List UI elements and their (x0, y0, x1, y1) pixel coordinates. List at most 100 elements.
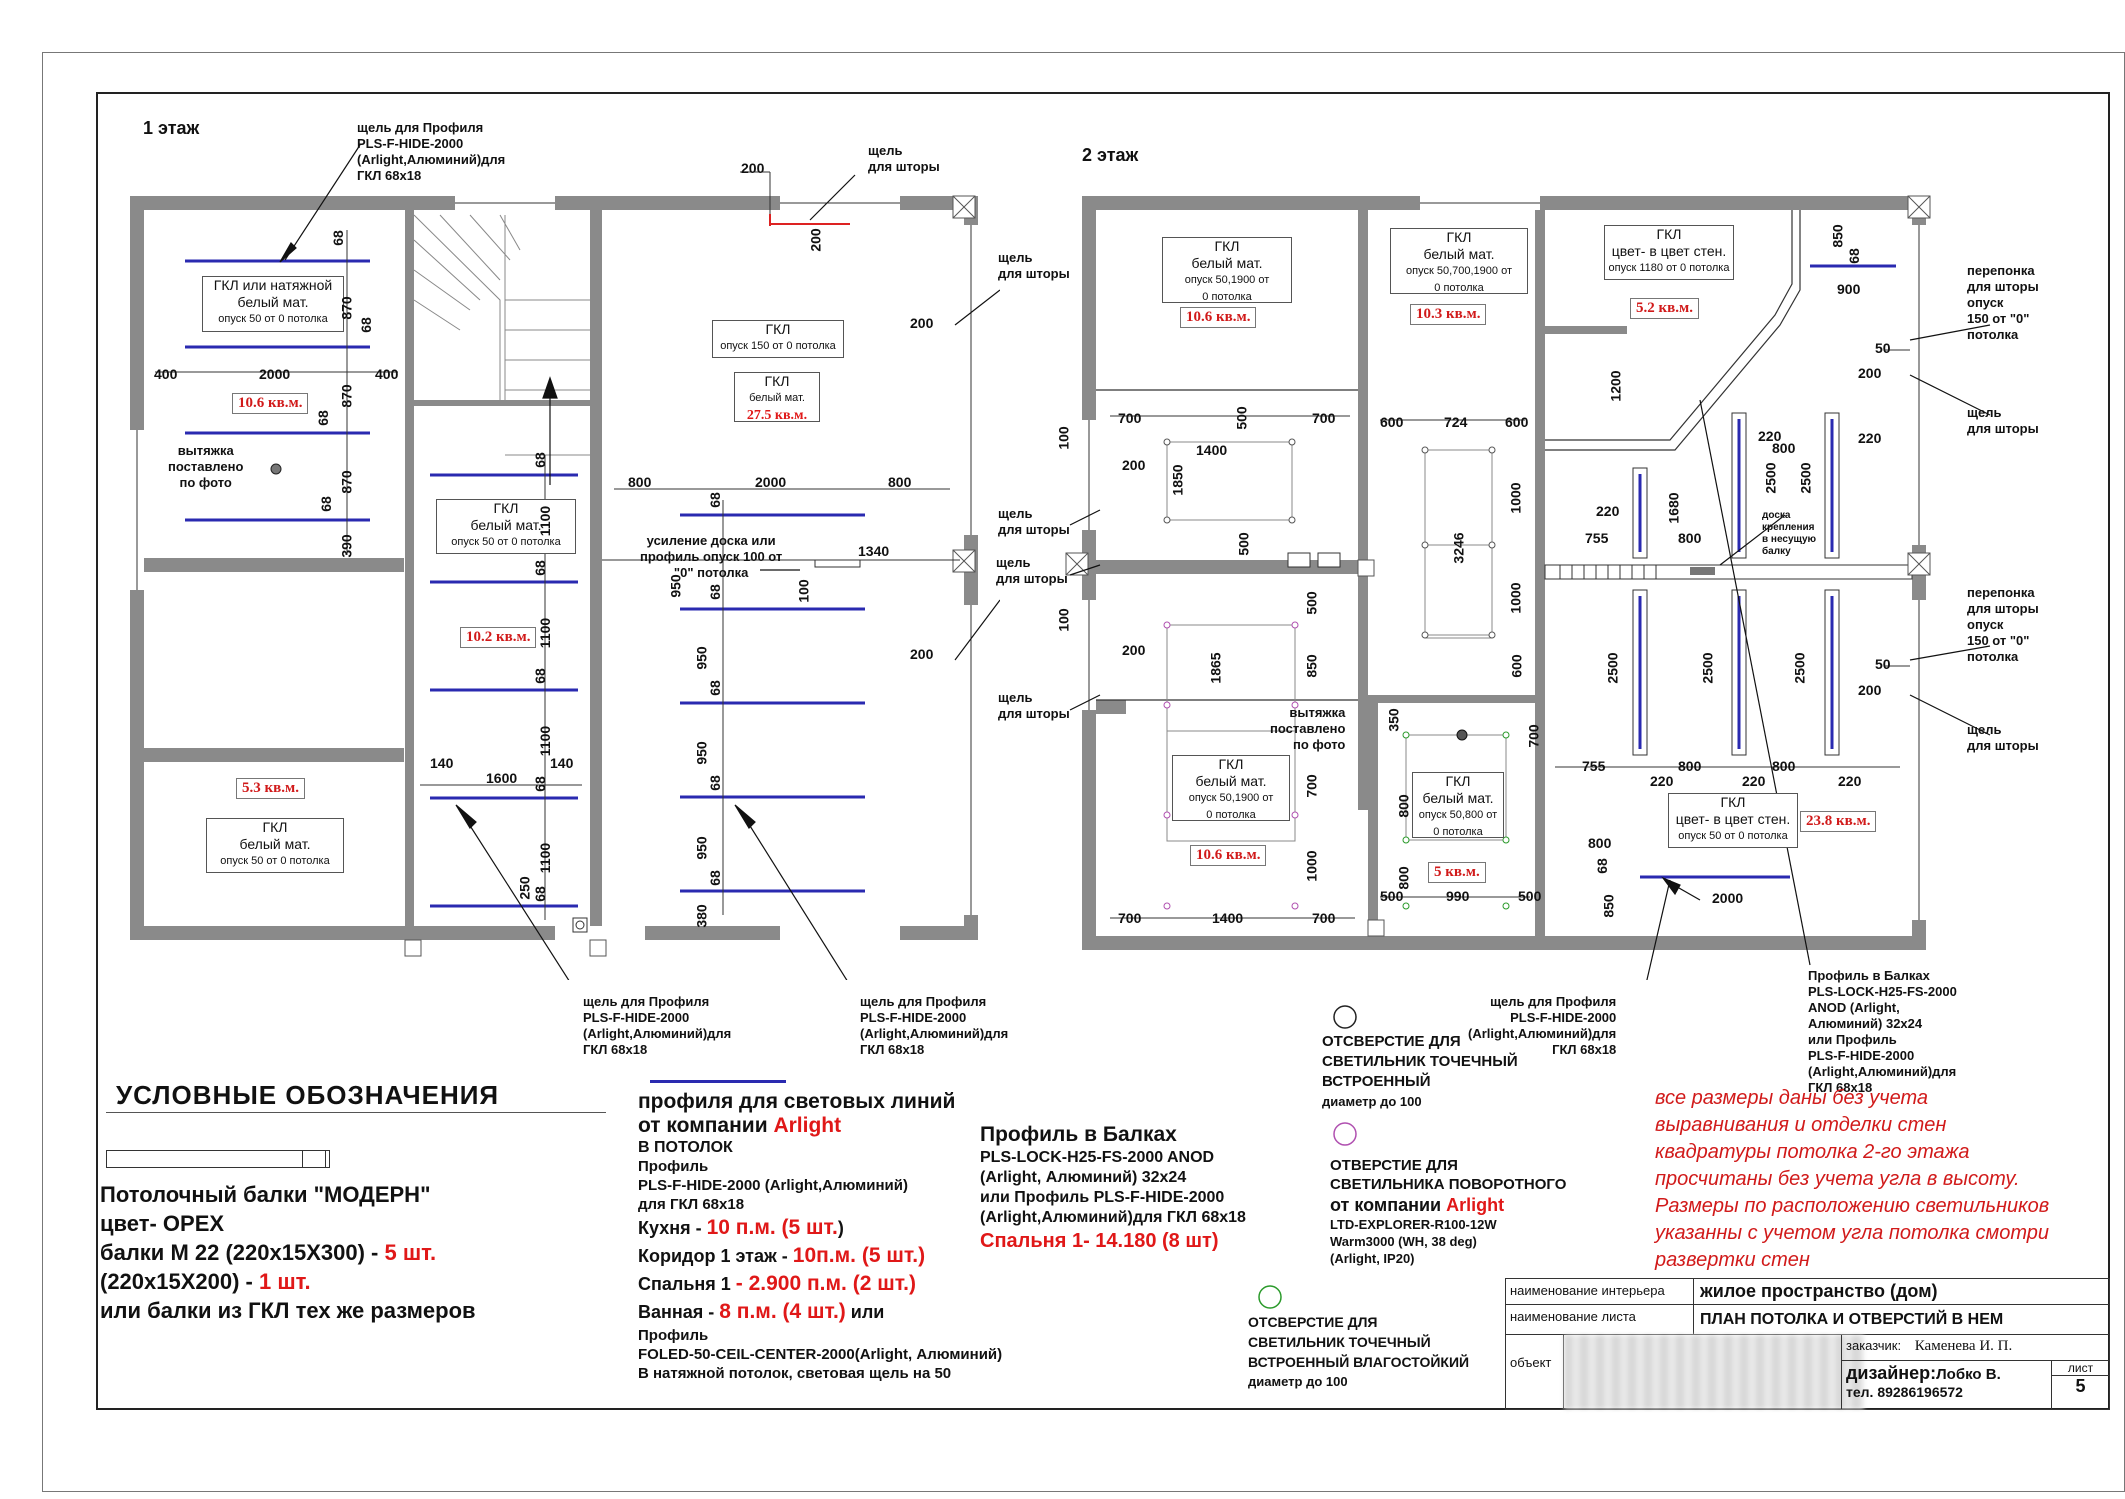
floor2-title: 2 этаж (1082, 145, 1139, 165)
wall (405, 210, 414, 926)
beam (1544, 564, 1913, 580)
floor2-area-b: 10.3 кв.м. (1410, 304, 1487, 325)
dim: 200 (1858, 682, 1882, 698)
dim: 700 (1525, 724, 1542, 748)
dim: 2500 (1797, 462, 1814, 494)
hole-rotary-symbol (1333, 1122, 1357, 1146)
dim: 1000 (1303, 850, 1320, 882)
dim: 800 (1588, 835, 1612, 851)
legend-hole-rotary: ОТВЕРСТИЕ ДЛЯ СВЕТИЛЬНИКА ПОВОРОТНОГО от… (1330, 1157, 1567, 1266)
dim: 200 (741, 160, 765, 176)
dim: 800 (1772, 758, 1796, 774)
dim: 220 (1858, 430, 1882, 446)
legend-title: УСЛОВНЫЕ ОБОЗНАЧЕНИЯ (116, 1080, 500, 1110)
dim: 500 (1235, 532, 1252, 556)
dim: 1600 (486, 770, 518, 786)
dim: 500 (1233, 406, 1250, 430)
floor1-area-left-bottom: 5.3 кв.м. (236, 778, 305, 799)
dim: 600 (1380, 414, 1404, 430)
dim: 68 (1593, 858, 1610, 874)
designer-row: дизайнер:Лобко В. тел. 89286196572 (1841, 1361, 2051, 1409)
legend-beam-profiles: Профиль в Балках PLS-LOCK-H25-FS-2000 AN… (980, 1123, 1246, 1252)
hood-marker (270, 463, 282, 475)
dim: 220 (1650, 773, 1674, 789)
interior-label: наименование интерьера (1506, 1279, 1694, 1305)
dim: 68 (1845, 248, 1862, 264)
legend-beams: Потолочный балки "МОДЕРН" цвет- ОРЕХ бал… (100, 1182, 476, 1323)
object-label: объект (1506, 1335, 1564, 1409)
dim: 724 (1444, 414, 1468, 430)
wall (590, 210, 602, 926)
floor2-area-e: 5 кв.м. (1428, 862, 1486, 883)
dim: 1340 (858, 543, 890, 559)
dim: 900 (1837, 281, 1861, 297)
profile-symbol (650, 1080, 786, 1083)
dim: 2500 (1699, 652, 1716, 684)
dim: 700 (1303, 774, 1320, 798)
dim: 700 (1312, 410, 1336, 426)
dim: 800 (1678, 530, 1702, 546)
dim: 200 (910, 646, 934, 662)
hood-marker (1456, 729, 1468, 741)
dim: 700 (1312, 910, 1336, 926)
dim: 500 (1303, 591, 1320, 615)
dim: 50 (1875, 340, 1891, 356)
dim: 800 (888, 474, 912, 490)
title-block: наименование интерьера жилое пространств… (1505, 1278, 2110, 1410)
dim: 140 (550, 755, 574, 771)
floor1-title: 1 этаж (143, 118, 200, 138)
sheet-inner-border (96, 92, 2110, 1410)
wall (144, 558, 404, 572)
dim: 2000 (755, 474, 787, 490)
object-value-redacted (1564, 1335, 1864, 1409)
hole-spot-symbol (1333, 1005, 1357, 1029)
staircase (413, 214, 590, 456)
dim: 1400 (1212, 910, 1244, 926)
dim: 100 (1055, 608, 1072, 632)
dim: 1400 (1196, 442, 1228, 458)
dim: 990 (1446, 888, 1470, 904)
wall (130, 926, 978, 940)
dim: 2000 (1712, 890, 1744, 906)
dim: 220 (1838, 773, 1862, 789)
client-row: заказчик: Каменева И. П. (1841, 1335, 2109, 1361)
dim: 220 (1596, 503, 1620, 519)
dim: 600 (1508, 654, 1525, 678)
dim: 2500 (1604, 652, 1621, 684)
interior-value: жилое пространство (дом) (1694, 1279, 2109, 1305)
dim: 200 (1858, 365, 1882, 381)
beam-symbol-end (302, 1150, 330, 1168)
dim: 220 (1742, 773, 1766, 789)
legend-hole-wet-symbol (1258, 1285, 1282, 1309)
dim: 350 (1385, 708, 1402, 732)
legend-profiles: профиля для световых линий от компании A… (638, 1090, 1003, 1382)
dim: 850 (1600, 894, 1617, 918)
beam-symbol (106, 1150, 326, 1168)
floor2-area-d: 10.6 кв.м. (1190, 845, 1267, 866)
dim: 1000 (1507, 582, 1524, 614)
light-profiles (185, 259, 865, 908)
dim: 200 (1122, 457, 1146, 473)
dim: 800 (1772, 440, 1796, 456)
floor2-area-c: 5.2 кв.м. (1630, 298, 1699, 319)
